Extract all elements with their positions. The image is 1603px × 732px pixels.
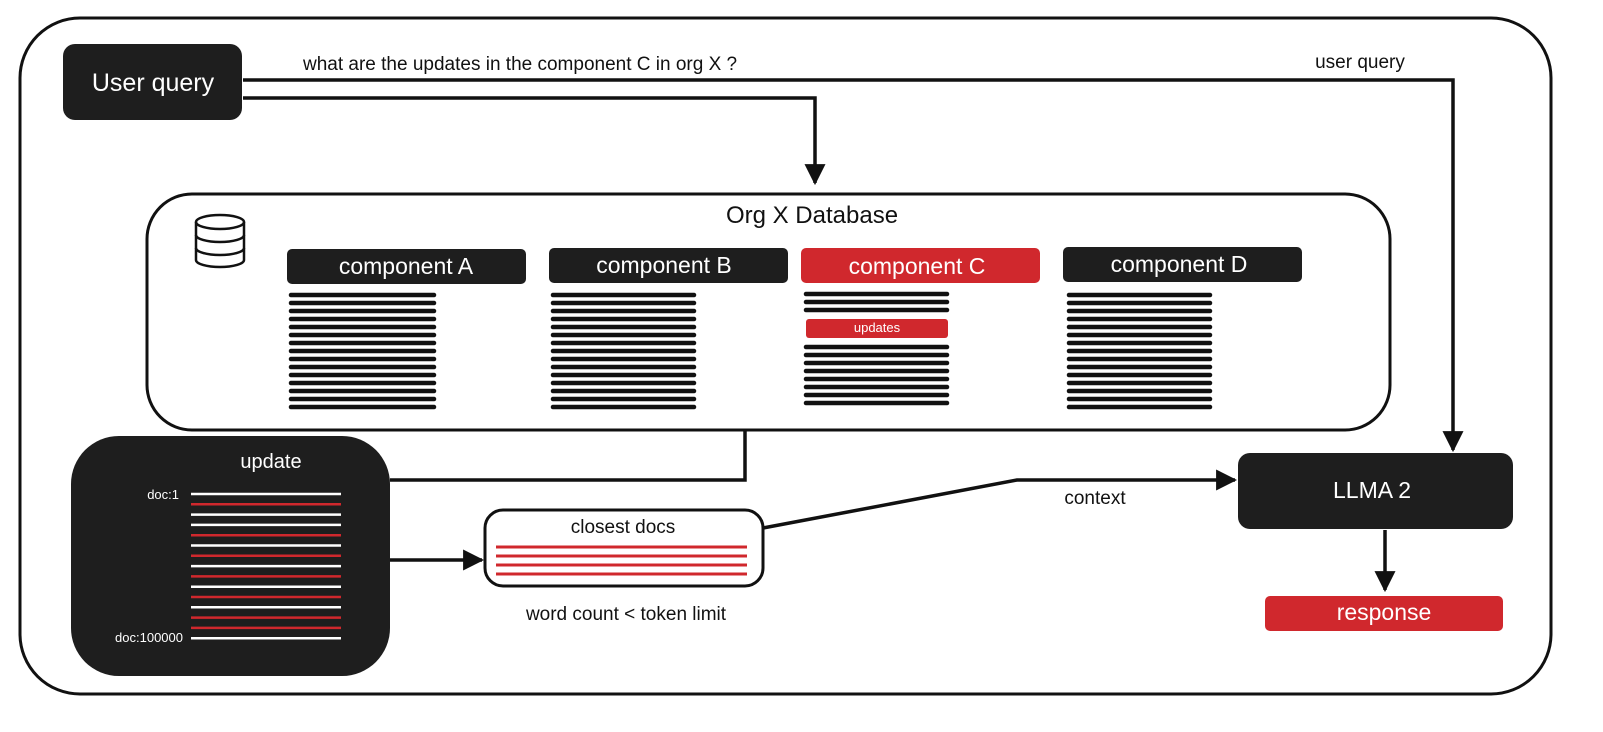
database-icon bbox=[194, 213, 246, 269]
first-doc-label: doc:1 bbox=[147, 487, 179, 502]
query-question-label: what are the updates in the component C … bbox=[302, 54, 737, 75]
closest-docs-stripes bbox=[496, 545, 747, 576]
component-d-label: component D bbox=[1111, 251, 1248, 277]
component-a-label: component A bbox=[339, 253, 474, 279]
response-node: response bbox=[1265, 596, 1503, 631]
llm-node: LLMA 2 bbox=[1238, 453, 1513, 529]
context-arrow bbox=[762, 469, 1238, 530]
component-a-header: component A bbox=[287, 249, 526, 284]
component-document-stripes bbox=[288, 291, 1213, 410]
last-doc-label: doc:100000 bbox=[115, 630, 183, 645]
component-d-header: component D bbox=[1063, 247, 1302, 282]
component-b-label: component B bbox=[596, 252, 732, 278]
component-headers: component A component B component C comp… bbox=[287, 247, 1302, 284]
context-label: context bbox=[1064, 488, 1126, 509]
user-query-label: User query bbox=[92, 69, 215, 97]
query-to-database-arrow bbox=[243, 96, 826, 186]
update-panel-title: update bbox=[240, 451, 301, 473]
user-query-edge-label: user query bbox=[1315, 52, 1405, 73]
update-doc-stripes bbox=[191, 492, 341, 640]
llm-label: LLMA 2 bbox=[1333, 477, 1411, 503]
user-query-node: User query bbox=[63, 44, 242, 120]
component-c-label: component C bbox=[849, 253, 986, 279]
response-label: response bbox=[1337, 599, 1432, 625]
component-b-header: component B bbox=[549, 248, 788, 283]
updates-tag-label: updates bbox=[854, 320, 901, 335]
component-c-header: component C bbox=[801, 248, 1040, 283]
database-title: Org X Database bbox=[726, 202, 898, 229]
closest-docs-title: closest docs bbox=[571, 517, 676, 538]
updates-tag: updates bbox=[806, 319, 948, 338]
update-panel: update doc:1 doc:100000 bbox=[71, 436, 390, 676]
closest-docs-node: closest docs bbox=[483, 508, 765, 588]
query-to-llm-arrow bbox=[243, 78, 1464, 453]
outer-frame bbox=[18, 16, 1553, 696]
closest-docs-caption: word count < token limit bbox=[525, 604, 727, 625]
